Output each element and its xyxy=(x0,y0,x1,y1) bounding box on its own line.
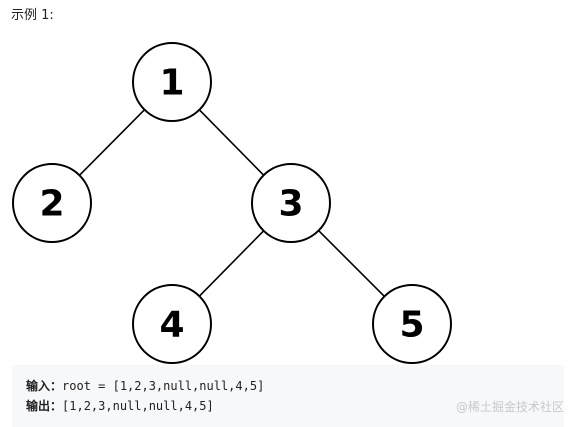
output-label: 输出： xyxy=(26,399,63,413)
tree-node-3: 3 xyxy=(251,163,331,243)
tree-node-label: 1 xyxy=(159,63,184,104)
tree-node-circle xyxy=(12,163,92,243)
tree-edge-1-3 xyxy=(198,109,265,176)
tree-node-label: 5 xyxy=(399,305,424,346)
input-line: 输入：root = [1,2,3,null,null,4,5] xyxy=(26,376,564,396)
tree-node-circle xyxy=(372,284,452,364)
input-label: 输入： xyxy=(26,379,63,393)
tree-node-5: 5 xyxy=(372,284,452,364)
tree-node-4: 4 xyxy=(132,284,212,364)
tree-node-label: 2 xyxy=(39,184,64,225)
tree-node-label: 4 xyxy=(159,305,184,346)
output-value: [1,2,3,null,null,4,5] xyxy=(62,399,214,413)
example-code-block: 输入：root = [1,2,3,null,null,4,5] 输出：[1,2,… xyxy=(12,365,564,427)
output-line: 输出：[1,2,3,null,null,4,5] xyxy=(26,396,564,416)
tree-edge-1-2 xyxy=(78,109,146,176)
tree-node-1: 1 xyxy=(132,42,212,122)
tree-node-circle xyxy=(251,163,331,243)
watermark: @稀土掘金技术社区 xyxy=(455,400,564,414)
tree-node-circle xyxy=(132,42,212,122)
tree-edge-3-4 xyxy=(198,230,265,297)
example-title: 示例 1: xyxy=(11,8,54,23)
tree-node-label: 3 xyxy=(278,184,303,225)
input-value: root = [1,2,3,null,null,4,5] xyxy=(62,379,265,393)
tree-node-2: 2 xyxy=(12,163,92,243)
tree-edges xyxy=(78,109,385,297)
tree-edge-3-5 xyxy=(318,230,385,297)
tree-node-circle xyxy=(132,284,212,364)
binary-tree-diagram: 1 2 3 4 5 xyxy=(12,42,452,364)
tree-nodes: 1 2 3 4 5 xyxy=(12,42,452,364)
